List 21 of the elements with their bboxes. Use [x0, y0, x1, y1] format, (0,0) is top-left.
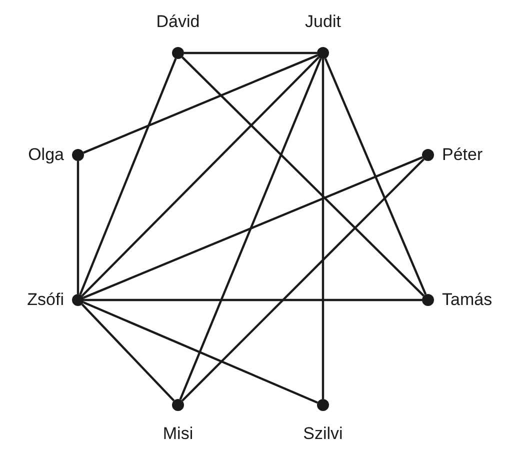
connector-line — [79, 58, 177, 295]
connector-line — [83, 301, 318, 404]
connector-line — [81, 56, 320, 297]
vertex-label: Zsófi — [26, 289, 64, 311]
connector-line — [179, 58, 322, 400]
connector-line — [322, 59, 324, 399]
connector-line — [83, 156, 423, 299]
vertex-label: Tamás — [442, 289, 494, 311]
vertex-label: Misi — [162, 423, 194, 445]
connector-line — [324, 58, 427, 295]
connector-line — [83, 54, 318, 154]
vertex-label: Szilvi — [302, 423, 344, 445]
vertex-label: Judit — [304, 11, 342, 33]
vertex-label: Dávid — [155, 11, 201, 33]
connector-line — [81, 304, 175, 402]
connector-line — [184, 52, 317, 54]
connector-line — [84, 298, 422, 302]
connector-line — [182, 56, 424, 297]
vertex-label: Péter — [442, 144, 484, 166]
connector-line — [76, 161, 80, 294]
vertex-label: Olga — [27, 144, 64, 166]
